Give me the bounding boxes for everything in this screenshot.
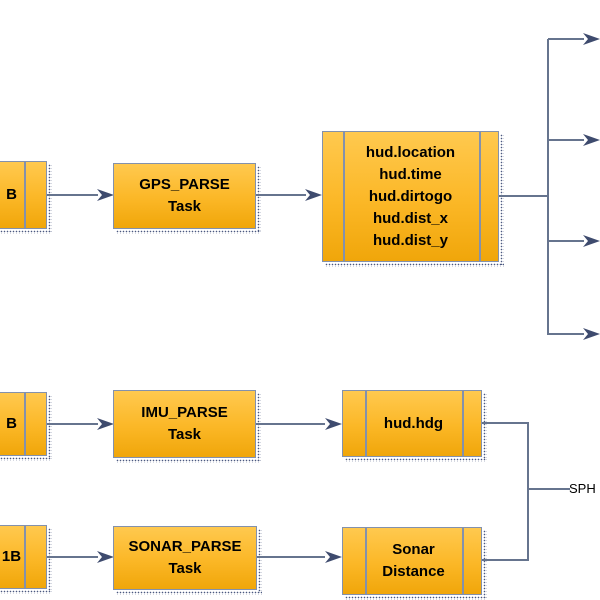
sph-output-label[interactable]: SPH <box>569 481 596 496</box>
signal-line: Distance <box>382 563 445 580</box>
arrowhead-icon <box>325 418 342 430</box>
arrowhead-icon <box>583 33 600 45</box>
signal-name: hud.hdg <box>383 414 444 432</box>
arrowhead-icon <box>583 134 600 146</box>
block-shadow <box>0 457 52 461</box>
task-name: SONAR_PARSE <box>128 538 242 555</box>
connector-gps-task-to-signals[interactable] <box>256 194 306 196</box>
arrowhead-icon <box>583 328 600 340</box>
block-shadow <box>116 591 262 595</box>
arrowhead-icon <box>97 189 114 201</box>
connector-gps-mailbox-to-task[interactable] <box>47 194 98 196</box>
block-shadow <box>0 230 52 234</box>
port-divider <box>365 527 367 595</box>
task-name: GPS_PARSE <box>139 176 230 193</box>
task-suffix: Task <box>167 198 202 215</box>
mailbox-label: B <box>6 186 17 203</box>
imu-mailbox-block[interactable]: B <box>0 392 52 461</box>
imu-parse-task-block[interactable]: IMU_PARSE Task <box>113 390 261 463</box>
mailbox-label: B <box>6 415 17 432</box>
task-suffix: Task <box>167 426 202 443</box>
arrowhead-icon <box>97 551 114 563</box>
connector-join-to-sph[interactable] <box>529 488 570 490</box>
fanout-branch-2[interactable] <box>548 139 584 141</box>
sonar-mailbox-block[interactable]: 1B <box>0 525 52 594</box>
port-divider <box>343 131 345 262</box>
arrowhead-icon <box>583 235 600 247</box>
signal-line: Sonar <box>392 541 435 558</box>
connector-sonar-task-to-signal[interactable] <box>257 556 325 558</box>
port-divider <box>479 131 481 262</box>
block-shadow <box>345 458 487 462</box>
sonar-distance-signal-block[interactable]: Sonar Distance <box>342 527 487 600</box>
sonar-parse-task-block[interactable]: SONAR_PARSE Task <box>113 526 262 595</box>
block-shadow <box>483 530 487 598</box>
block-shadow <box>258 529 262 593</box>
signal-name: hud.dirtogo <box>368 187 453 205</box>
signal-name: hud.time <box>379 165 442 183</box>
arrowhead-icon <box>97 418 114 430</box>
block-shadow <box>0 590 52 594</box>
signal-name: Sonar Distance <box>367 528 460 594</box>
block-shadow <box>116 230 261 234</box>
connector-hdg-to-join[interactable] <box>482 422 528 424</box>
fanout-trunk-line[interactable] <box>547 39 549 335</box>
connector-imu-mailbox-to-task[interactable] <box>47 423 98 425</box>
port-divider <box>365 390 367 457</box>
join-trunk-line[interactable] <box>527 422 529 561</box>
gps-parse-task-block[interactable]: GPS_PARSE Task <box>113 163 261 234</box>
signal-name: hud.dist_y <box>372 231 448 249</box>
arrowhead-icon <box>325 551 342 563</box>
block-shadow <box>345 596 487 600</box>
arrowhead-icon <box>305 189 322 201</box>
block-shadow <box>48 164 52 232</box>
fanout-branch-1[interactable] <box>548 38 584 40</box>
port-divider <box>24 161 26 229</box>
port-divider <box>24 392 26 456</box>
task-block-label: GPS_PARSE Task <box>114 164 255 228</box>
port-divider <box>462 390 464 457</box>
gps-mailbox-block[interactable]: B <box>0 161 52 234</box>
block-shadow <box>48 528 52 592</box>
fanout-branch-3[interactable] <box>548 240 584 242</box>
connector-sonar-distance-to-join[interactable] <box>482 559 528 561</box>
connector-hud-to-fanout[interactable] <box>499 195 548 197</box>
connector-sonar-mailbox-to-task[interactable] <box>47 556 98 558</box>
block-shadow <box>500 134 504 265</box>
block-shadow <box>116 459 261 463</box>
signal-name: hud.location <box>365 143 456 161</box>
signal-name: hud.dist_x <box>372 209 448 227</box>
task-suffix: Task <box>168 560 202 577</box>
block-shadow <box>48 395 52 459</box>
port-divider <box>462 527 464 595</box>
task-block-label: SONAR_PARSE Task <box>114 527 256 589</box>
block-shadow <box>325 263 504 267</box>
hud-hdg-signal-block[interactable]: hud.hdg <box>342 390 487 462</box>
mailbox-label: 1B <box>1 548 22 565</box>
block-shadow <box>483 393 487 460</box>
block-shadow <box>257 166 261 232</box>
connector-imu-task-to-signal[interactable] <box>256 423 325 425</box>
block-shadow <box>257 393 261 461</box>
signals-label: hud.location hud.time hud.dirtogo hud.di… <box>345 132 476 261</box>
hud-signals-block[interactable]: hud.location hud.time hud.dirtogo hud.di… <box>322 131 504 267</box>
fanout-branch-4[interactable] <box>548 333 584 335</box>
task-name: IMU_PARSE <box>141 404 228 421</box>
task-block-label: IMU_PARSE Task <box>114 391 255 457</box>
port-divider <box>24 525 26 589</box>
